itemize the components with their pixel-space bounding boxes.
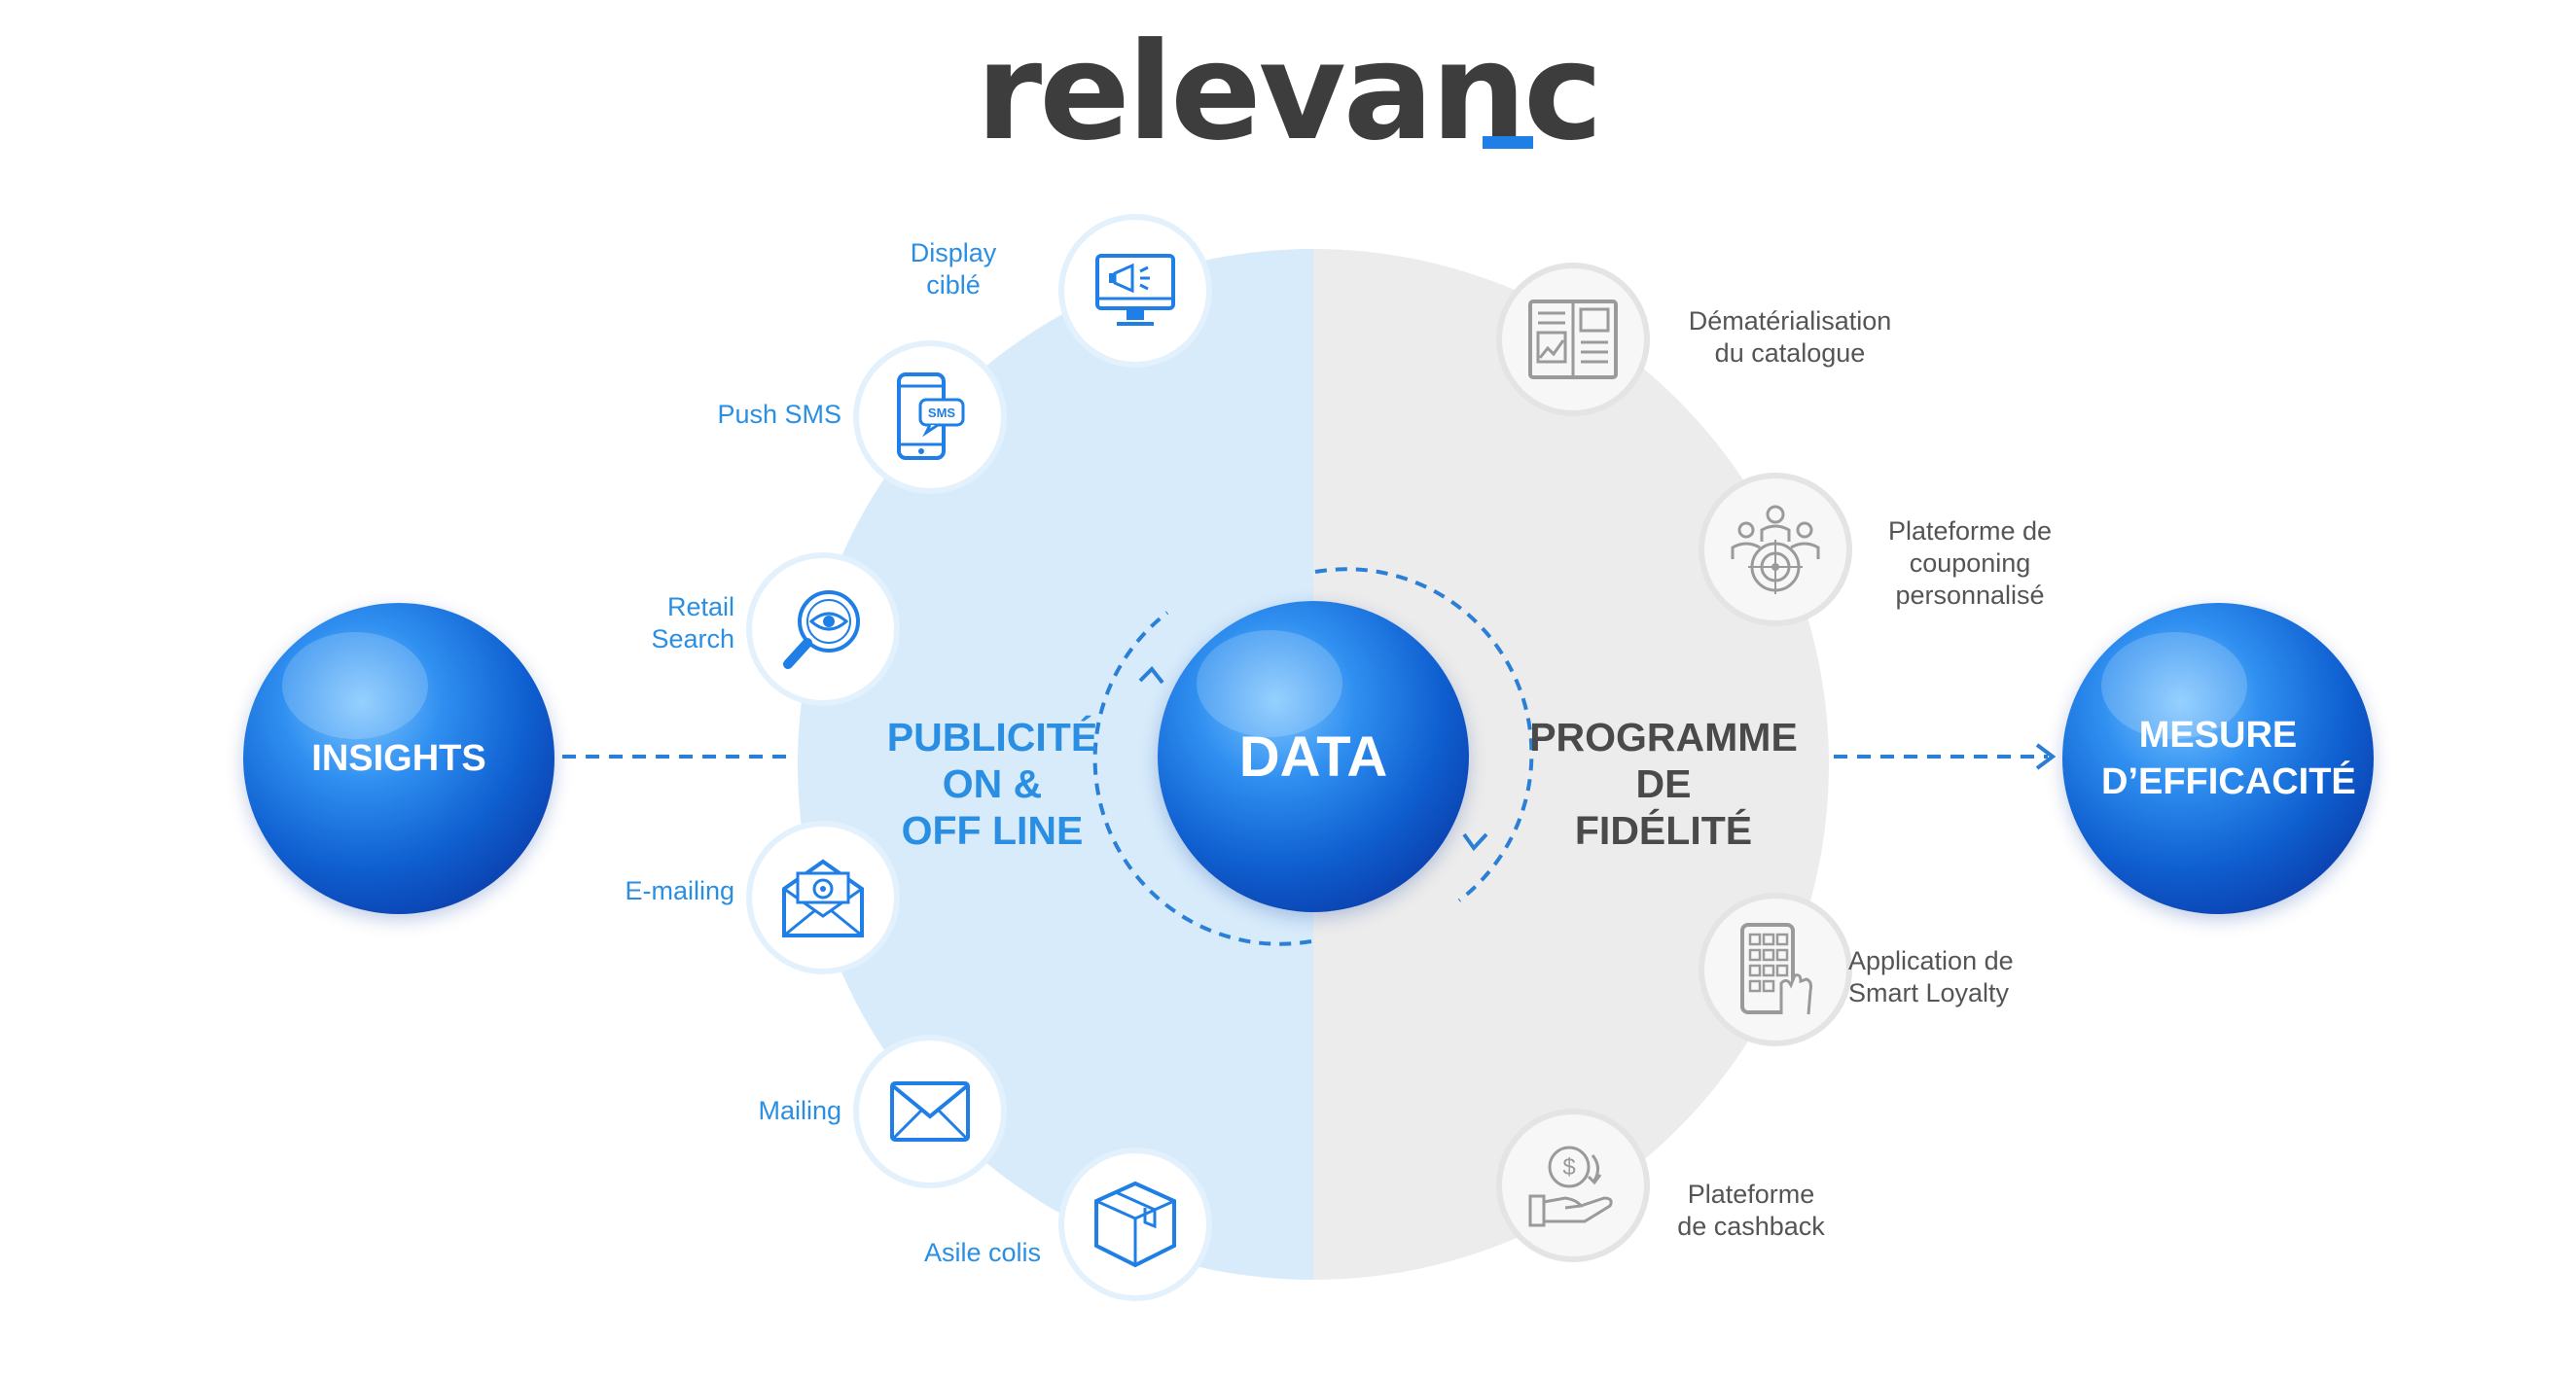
couponing-label: Plateforme de couponing personnalisé (1858, 515, 2082, 612)
insights-sphere: INSIGHTS (243, 603, 555, 914)
svg-text:$: $ (1562, 1154, 1575, 1181)
smart-loyalty-label-line1: Application de (1848, 946, 2014, 975)
emailing-item-circle (752, 827, 894, 969)
data-sphere: DATA (1158, 601, 1469, 912)
data-label: DATA (1238, 724, 1388, 789)
mesure-sphere: MESURE D’EFFICACITÉ (2062, 603, 2374, 914)
cashback-label: Plateforme de cashback (1654, 1179, 1848, 1243)
cashback-label-line2: de cashback (1677, 1212, 1825, 1241)
cashback-label-line1: Plateforme (1687, 1180, 1815, 1209)
colis-item-circle (1064, 1153, 1206, 1295)
catalogue-label-line1: Dématérialisation (1688, 306, 1892, 335)
smart-loyalty-label-line2: Smart Loyalty (1848, 978, 2010, 1007)
mailing-label: Mailing (662, 1095, 841, 1127)
couponing-item-circle (1704, 478, 1846, 620)
data-ring-right (1314, 567, 1534, 902)
email-at-icon (782, 859, 864, 937)
ring-arrow-bottom (1462, 832, 1488, 852)
couponing-label-line2: couponing (1909, 548, 2031, 578)
loyalty-title-line1: PROGRAMME (1529, 715, 1798, 759)
search-item-circle (752, 558, 894, 700)
package-icon (1094, 1181, 1176, 1268)
advertising-title-line3: OFF LINE (901, 808, 1084, 853)
smart-loyalty-label: Application de Smart Loyalty (1848, 945, 2082, 1009)
cashback-item-circle: $ (1502, 1114, 1644, 1256)
couponing-label-line1: Plateforme de (1887, 516, 2053, 546)
sms-label: Push SMS (662, 399, 841, 431)
display-label-line2: ciblé (926, 270, 981, 300)
display-label-line1: Display (910, 238, 997, 267)
catalogue-item-circle (1502, 268, 1644, 410)
catalogue-label-line2: du catalogue (1714, 338, 1866, 368)
advertising-title-line2: ON & (942, 761, 1043, 806)
ring-arrow-top (1138, 665, 1164, 685)
advertising-title-line1: PUBLICITÉ (886, 715, 1098, 759)
smartphone-sms-icon: SMS (897, 372, 965, 460)
envelope-icon (890, 1081, 970, 1142)
loyalty-title-line3: FIDÉLITÉ (1574, 808, 1753, 853)
hand-coin-icon: $ (1528, 1146, 1613, 1227)
logo-accent-bar (1483, 136, 1533, 149)
emailing-label: E-mailing (545, 875, 734, 907)
mailing-label-line1: Mailing (758, 1096, 841, 1125)
arrowhead-right (2035, 743, 2057, 770)
mobile-keypad-icon (1740, 923, 1812, 1015)
magnifier-eye-icon (783, 590, 860, 669)
display-label: Display ciblé (856, 237, 1051, 301)
insights-label: INSIGHTS (311, 737, 486, 779)
display-item-circle (1064, 220, 1206, 362)
smart-loyalty-item-circle (1704, 899, 1846, 1041)
catalogue-label: Dématérialisation du catalogue (1659, 305, 1921, 370)
display-megaphone-icon (1095, 254, 1175, 326)
emailing-label-line1: E-mailing (625, 876, 734, 905)
search-label-line2: Search (651, 624, 734, 653)
catalogue-book-icon (1528, 300, 1618, 379)
couponing-label-line3: personnalisé (1895, 581, 2045, 610)
loyalty-title-line2: DE (1635, 761, 1692, 806)
people-target-icon (1731, 505, 1820, 594)
loyalty-title: PROGRAMME DE FIDÉLITÉ (1518, 714, 1809, 854)
mailing-item-circle (859, 1041, 1001, 1183)
sms-item-circle: SMS (859, 346, 1001, 488)
colis-label: Asile colis (856, 1237, 1041, 1269)
mesure-label: MESURE D’EFFICACITÉ (2101, 715, 2356, 802)
search-label-line1: Retail (666, 592, 734, 621)
search-label: Retail Search (545, 591, 734, 655)
sms-label-line1: Push SMS (717, 400, 841, 429)
colis-label-line1: Asile colis (923, 1238, 1041, 1267)
advertising-title: PUBLICITÉ ON & OFF LINE (856, 714, 1128, 854)
svg-text:SMS: SMS (928, 406, 956, 420)
data-ring-left (1092, 611, 1312, 946)
